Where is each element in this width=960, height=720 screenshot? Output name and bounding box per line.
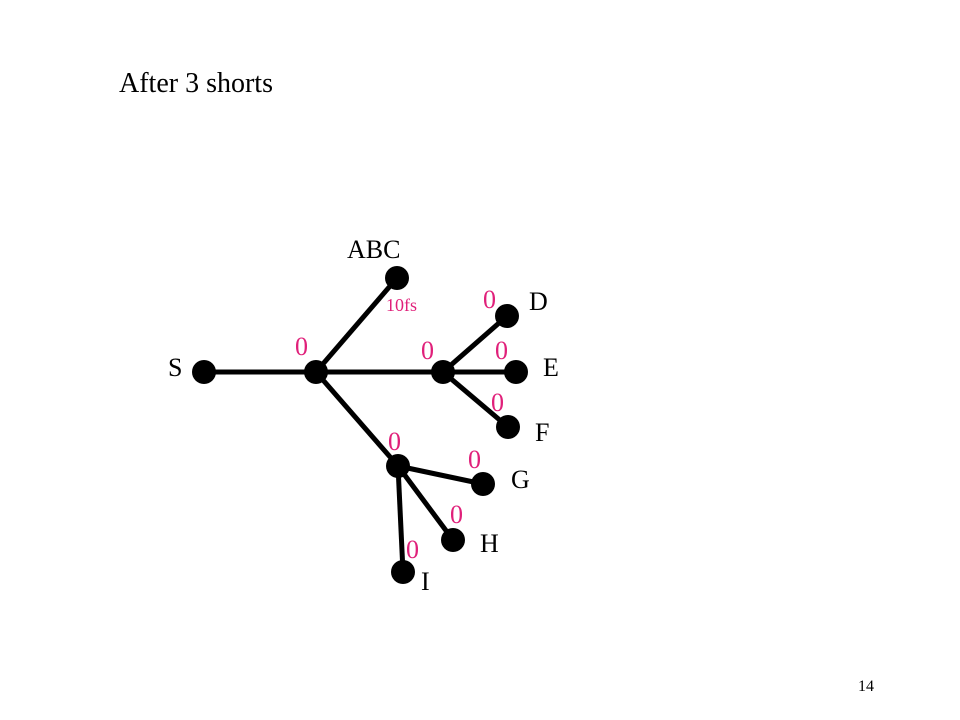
value-label-i: 0 xyxy=(406,535,419,564)
node-label-g: G xyxy=(511,465,530,494)
value-label-f: 0 xyxy=(491,388,504,417)
node-label-e: E xyxy=(543,353,559,382)
value-label-j2: 0 xyxy=(421,336,434,365)
edge-j2-d xyxy=(441,314,509,374)
value-label-d: 0 xyxy=(483,285,496,314)
node-j2 xyxy=(431,360,455,384)
node-j1 xyxy=(304,360,328,384)
edge-j1-abc xyxy=(314,276,399,374)
slide-title: After 3 shorts xyxy=(119,68,273,99)
node-label-d: D xyxy=(529,287,548,316)
node-label-abc: ABC xyxy=(347,235,400,264)
node-d xyxy=(495,304,519,328)
node-j3 xyxy=(386,454,410,478)
node-h xyxy=(441,528,465,552)
node-g xyxy=(471,472,495,496)
edge-j3-h xyxy=(395,464,456,542)
node-label-i: I xyxy=(421,567,430,596)
node-f xyxy=(496,415,520,439)
value-label-j3: 0 xyxy=(388,427,401,456)
edge-j3-i xyxy=(395,465,406,573)
nodes-layer xyxy=(192,266,528,584)
edge-j2-f xyxy=(441,370,510,429)
value-label-abc: 10fs xyxy=(386,295,417,315)
value-label-h: 0 xyxy=(450,500,463,529)
value-label-j1: 0 xyxy=(295,332,308,361)
node-s xyxy=(192,360,216,384)
edge-j3-g xyxy=(397,463,484,487)
node-i xyxy=(391,560,415,584)
value-label-g: 0 xyxy=(468,445,481,474)
node-e xyxy=(504,360,528,384)
edges-layer xyxy=(204,276,516,573)
page-number: 14 xyxy=(858,678,874,695)
node-label-f: F xyxy=(535,418,549,447)
edge-j1-j3 xyxy=(314,370,400,468)
node-label-h: H xyxy=(480,529,499,558)
node-abc xyxy=(385,266,409,290)
node-labels-layer: S ABC D E FG H I xyxy=(168,235,559,596)
node-label-s: S xyxy=(168,353,182,382)
value-label-e: 0 xyxy=(495,336,508,365)
